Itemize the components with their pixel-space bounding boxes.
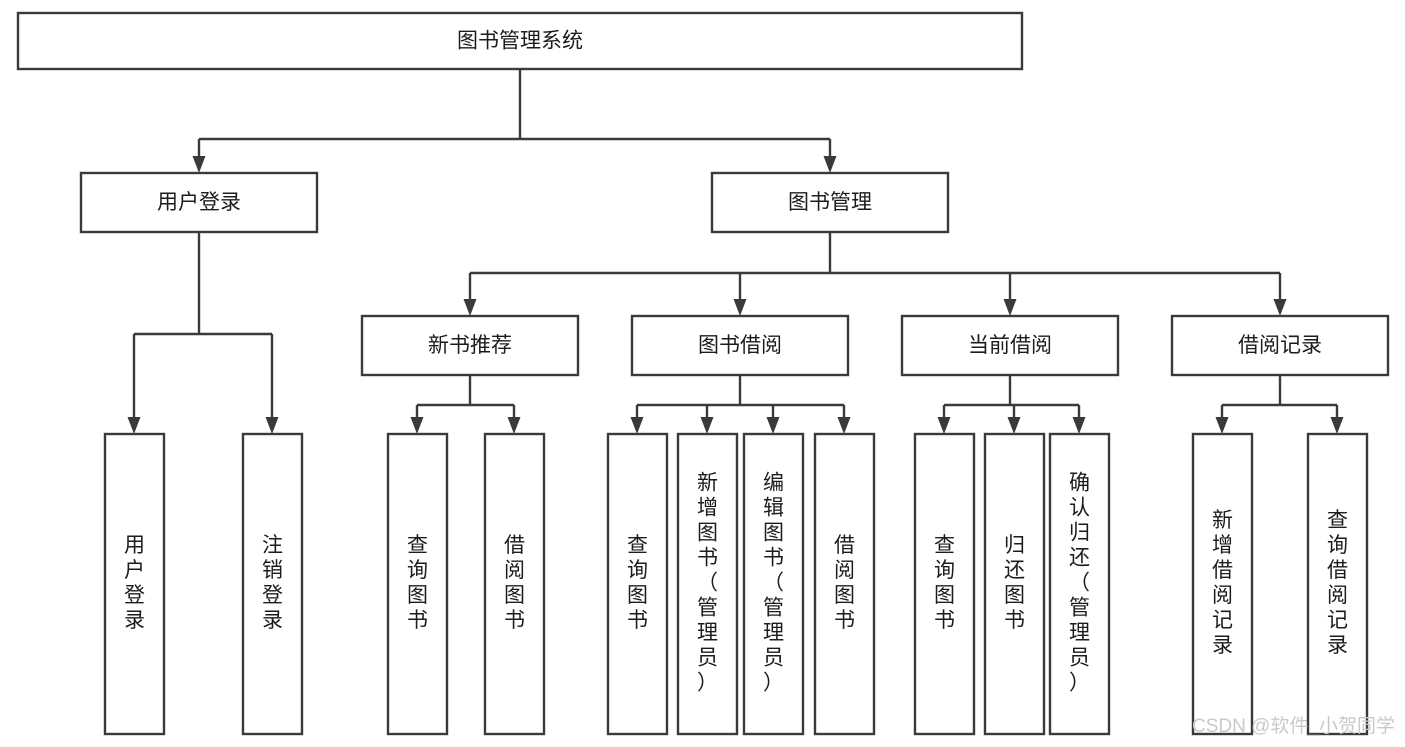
node-box-book-management[interactable] <box>710 171 950 234</box>
node-label-user-login: 用户登录 <box>157 191 241 214</box>
arrow-head-icon <box>507 417 521 434</box>
node-borrow-records[interactable]: 借阅记录 <box>1170 314 1390 377</box>
node-label-leaf-edit-book-admin: 编辑图书（管理员） <box>763 472 784 695</box>
node-label-borrow-records: 借阅记录 <box>1238 334 1322 357</box>
connector-records-to-leaves <box>1215 375 1344 434</box>
node-label-leaf-user-login: 用户登录 <box>124 534 145 632</box>
arrow-head-icon <box>630 417 644 434</box>
node-leaf-borrow-book-recommend[interactable]: 借阅图书 <box>483 432 546 736</box>
connector-borrow-to-leaves <box>630 375 851 434</box>
node-label-leaf-add-borrow-record: 新增借阅记录 <box>1212 509 1233 657</box>
arrow-head-icon <box>127 417 141 434</box>
arrow-head-icon <box>1330 417 1344 434</box>
node-box-leaf-query-book-recommend[interactable] <box>386 432 449 736</box>
node-label-current-borrow: 当前借阅 <box>968 334 1052 357</box>
node-leaf-query-book-current[interactable]: 查询图书 <box>913 432 976 736</box>
arrow-head-icon <box>1003 299 1017 316</box>
arrow-head-icon <box>410 417 424 434</box>
node-leaf-add-borrow-record[interactable]: 新增借阅记录 <box>1191 432 1254 736</box>
node-box-leaf-add-book-admin[interactable] <box>676 432 739 736</box>
node-leaf-query-book-recommend[interactable]: 查询图书 <box>386 432 449 736</box>
node-new-book-recommend[interactable]: 新书推荐 <box>360 314 580 377</box>
node-label-leaf-add-book-admin: 新增图书（管理员） <box>697 472 718 695</box>
arrow-head-icon <box>766 417 780 434</box>
arrow-head-icon <box>837 417 851 434</box>
arrow-head-icon <box>1215 417 1229 434</box>
arrow-head-icon <box>823 156 837 173</box>
node-box-leaf-add-borrow-record[interactable] <box>1191 432 1254 736</box>
node-box-leaf-user-login[interactable] <box>103 432 166 736</box>
node-box-borrow-records[interactable] <box>1170 314 1390 377</box>
arrow-head-icon <box>733 299 747 316</box>
node-label-leaf-logout: 注销登录 <box>262 534 283 632</box>
node-leaf-return-book[interactable]: 归还图书 <box>983 432 1046 736</box>
node-box-leaf-confirm-return-admin[interactable] <box>1048 432 1111 736</box>
node-box-leaf-borrow-book[interactable] <box>813 432 876 736</box>
connector-layer <box>127 69 1344 434</box>
connector-bookmanagement-to-level3 <box>463 232 1287 316</box>
arrow-head-icon <box>937 417 951 434</box>
node-label-leaf-confirm-return-admin: 确认归还（管理员） <box>1069 472 1090 695</box>
node-leaf-logout[interactable]: 注销登录 <box>241 432 304 736</box>
node-box-leaf-edit-book-admin[interactable] <box>742 432 805 736</box>
csdn-watermark: CSDN @软件_小贺同学 <box>1192 715 1395 737</box>
node-label-leaf-borrow-book: 借阅图书 <box>834 534 855 632</box>
node-leaf-edit-book-admin[interactable]: 编辑图书（管理员） <box>742 432 805 736</box>
node-label-book-management: 图书管理 <box>788 191 872 214</box>
arrow-head-icon <box>1072 417 1086 434</box>
node-leaf-query-borrow-record[interactable]: 查询借阅记录 <box>1306 432 1369 736</box>
node-layer: 图书管理系统用户登录图书管理新书推荐图书借阅当前借阅借阅记录用户登录注销登录查询… <box>16 11 1390 736</box>
connector-current-to-leaves <box>937 375 1086 434</box>
node-user-login[interactable]: 用户登录 <box>79 171 319 234</box>
node-label-leaf-query-book-current: 查询图书 <box>934 534 955 632</box>
node-root[interactable]: 图书管理系统 <box>16 11 1024 71</box>
node-label-root: 图书管理系统 <box>457 30 583 53</box>
node-label-leaf-borrow-book-recommend: 借阅图书 <box>504 534 525 632</box>
node-box-book-borrow[interactable] <box>630 314 850 377</box>
node-leaf-query-book-borrow[interactable]: 查询图书 <box>606 432 669 736</box>
arrow-head-icon <box>463 299 477 316</box>
node-label-leaf-return-book: 归还图书 <box>1004 534 1025 632</box>
node-box-leaf-query-book-current[interactable] <box>913 432 976 736</box>
node-leaf-borrow-book[interactable]: 借阅图书 <box>813 432 876 736</box>
connector-userlogin-to-leaves <box>127 232 279 434</box>
node-book-borrow[interactable]: 图书借阅 <box>630 314 850 377</box>
node-leaf-confirm-return-admin[interactable]: 确认归还（管理员） <box>1048 432 1111 736</box>
arrow-head-icon <box>192 156 206 173</box>
node-label-new-book-recommend: 新书推荐 <box>428 334 512 357</box>
node-label-book-borrow: 图书借阅 <box>698 334 782 357</box>
arrow-head-icon <box>1273 299 1287 316</box>
arrow-head-icon <box>1007 417 1021 434</box>
node-box-leaf-query-borrow-record[interactable] <box>1306 432 1369 736</box>
node-box-leaf-logout[interactable] <box>241 432 304 736</box>
node-box-leaf-return-book[interactable] <box>983 432 1046 736</box>
node-box-root[interactable] <box>16 11 1024 71</box>
node-label-leaf-query-book-recommend: 查询图书 <box>407 534 428 632</box>
node-box-leaf-borrow-book-recommend[interactable] <box>483 432 546 736</box>
node-book-management[interactable]: 图书管理 <box>710 171 950 234</box>
node-current-borrow[interactable]: 当前借阅 <box>900 314 1120 377</box>
node-box-user-login[interactable] <box>79 171 319 234</box>
node-leaf-add-book-admin[interactable]: 新增图书（管理员） <box>676 432 739 736</box>
arrow-head-icon <box>265 417 279 434</box>
connector-root-to-level2 <box>192 69 837 173</box>
node-leaf-user-login[interactable]: 用户登录 <box>103 432 166 736</box>
node-label-leaf-query-book-borrow: 查询图书 <box>627 534 648 632</box>
node-box-new-book-recommend[interactable] <box>360 314 580 377</box>
node-box-leaf-query-book-borrow[interactable] <box>606 432 669 736</box>
connector-recommend-to-leaves <box>410 375 521 434</box>
node-box-current-borrow[interactable] <box>900 314 1120 377</box>
node-label-leaf-query-borrow-record: 查询借阅记录 <box>1327 509 1348 657</box>
arrow-head-icon <box>700 417 714 434</box>
